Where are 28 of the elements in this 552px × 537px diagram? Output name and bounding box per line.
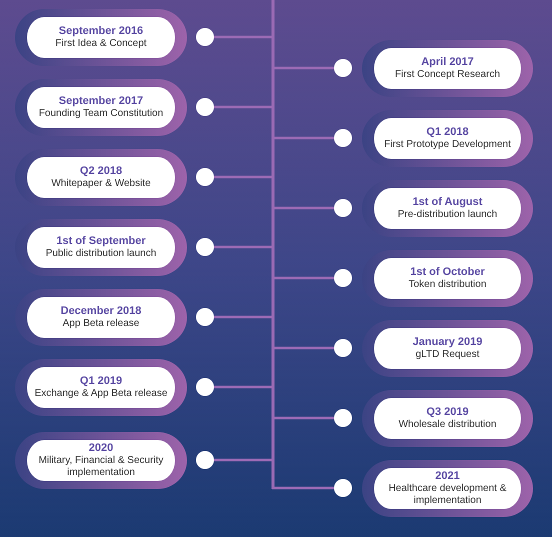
milestone-description: Exchange & App Beta release — [34, 388, 168, 400]
milestone-date: January 2019 — [412, 336, 482, 349]
milestone-description: Pre-distribution launch — [398, 209, 498, 221]
milestone-date: December 2018 — [60, 305, 142, 318]
milestone-date: September 2017 — [58, 95, 144, 108]
milestone-description: Founding Team Constitution — [38, 108, 164, 120]
milestone-date: September 2016 — [58, 25, 144, 38]
milestone-description: Token distribution — [408, 279, 486, 291]
milestone-description: Public distribution launch — [46, 248, 156, 260]
milestone-date: 1st of September — [56, 235, 146, 248]
milestone-date: 2020 — [88, 442, 114, 455]
milestone-description: gLTD Request — [416, 349, 480, 361]
milestone-description: App Beta release — [62, 318, 140, 330]
milestone-date: 2021 — [435, 470, 460, 483]
milestone-description: Whitepaper & Website — [51, 178, 151, 190]
milestone-description: Military, Financial & Security implementation — [38, 455, 164, 479]
milestone-description: First Idea & Concept — [55, 38, 147, 50]
milestone-date: 1st of August — [412, 196, 482, 209]
milestone-description: First Concept Research — [394, 69, 500, 81]
milestone-date: Q1 2018 — [426, 126, 469, 139]
milestone-date: Q1 2019 — [80, 375, 122, 388]
milestone-date: Q2 2018 — [80, 165, 122, 178]
milestone-date: Q3 2019 — [426, 406, 469, 419]
milestone-date: 1st of October — [410, 266, 485, 279]
milestone-description: First Prototype Development — [384, 139, 511, 151]
milestone-description: Healthcare development & implementation — [388, 483, 508, 507]
milestone-date: April 2017 — [421, 56, 474, 69]
milestone-description: Wholesale distribution — [398, 419, 496, 431]
